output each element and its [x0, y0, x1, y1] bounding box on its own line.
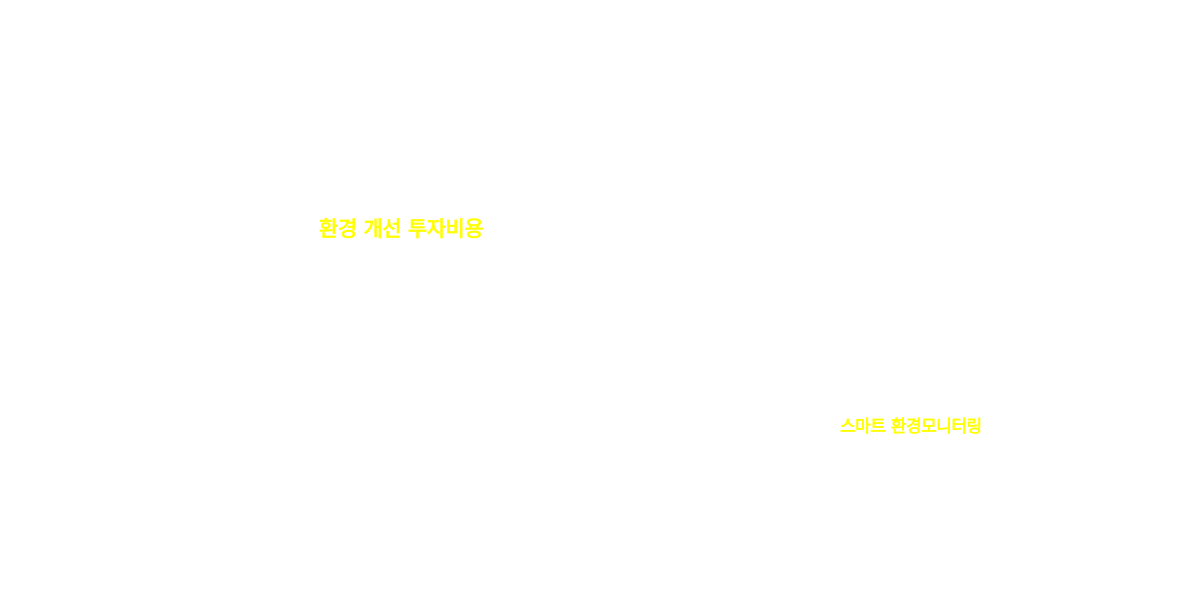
investment-cost-label: 환경 개선 투자비용	[319, 217, 484, 241]
smart-monitoring-label: 스마트 환경모니터링	[840, 417, 982, 437]
